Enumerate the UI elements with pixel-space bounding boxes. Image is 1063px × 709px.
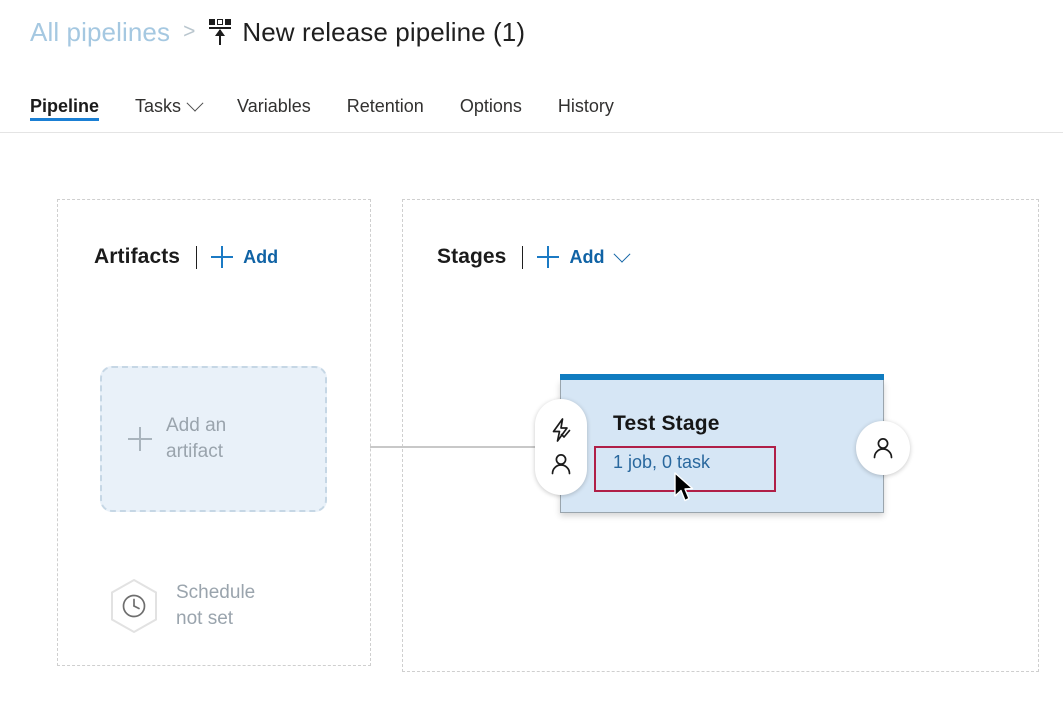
tab-label: Variables [237,95,311,116]
add-an-artifact-dropzone[interactable]: Add an artifact [100,366,327,512]
add-stage-button[interactable]: Add [569,246,605,267]
chevron-down-icon[interactable] [186,94,204,112]
stages-panel: Stages Add [402,199,1039,672]
artifacts-title: Artifacts [94,245,181,268]
release-pipeline-icon [207,17,233,47]
tab-retention[interactable]: Retention [347,80,424,119]
stage-card-test-stage[interactable]: Test Stage 1 job, 0 task [560,374,884,513]
tab-variables[interactable]: Variables [237,80,311,119]
page-title: New release pipeline (1) [242,16,526,47]
breadcrumb-all-pipelines-link[interactable]: All pipelines [30,16,171,47]
artifact-to-stage-connector [370,446,562,448]
stages-title: Stages [437,245,507,268]
stage-name: Test Stage [613,412,720,435]
tab-label: History [557,95,614,116]
tab-tasks[interactable]: Tasks [135,80,204,119]
chevron-down-icon[interactable] [613,245,631,263]
tab-label: Tasks [135,95,182,116]
stage-jobs-tasks-link[interactable]: 1 job, 0 task [613,452,711,472]
stage-card-accent-bar [560,374,884,380]
artifacts-header: Artifacts Add [94,245,278,269]
tab-bar: Pipeline Tasks Variables Retention Options Hi… [0,80,1063,133]
add-artifact-line1: Add an [166,415,227,436]
plus-icon[interactable] [537,246,560,268]
tab-label: Retention [346,95,424,116]
plus-icon [128,427,152,451]
schedule-label: Schedule not set [176,580,255,632]
tab-history[interactable]: History [558,80,614,119]
tab-pipeline[interactable]: Pipeline [30,80,100,121]
divider [196,245,198,269]
tab-label: Pipeline [30,95,100,116]
post-deployment-conditions-button[interactable] [856,421,910,475]
schedule-trigger[interactable]: Schedule not set [107,577,255,635]
tab-options[interactable]: Options [460,80,522,119]
pre-deployment-conditions-button[interactable] [535,399,587,495]
artifacts-panel: Artifacts Add [57,199,371,666]
breadcrumb: All pipelines > New release pipeline (1) [30,10,525,54]
person-icon [551,454,571,475]
divider [522,245,524,269]
person-icon [873,438,893,459]
schedule-line2: not set [176,608,234,629]
schedule-line1: Schedule [176,582,256,603]
stages-header: Stages Add [437,245,631,269]
breadcrumb-separator: > [183,20,196,43]
lightning-check-icon [552,418,571,442]
add-artifact-label: Add an artifact [166,413,226,465]
tab-label: Options [459,95,522,116]
add-artifact-button[interactable]: Add [243,246,279,267]
plus-icon[interactable] [211,246,234,268]
add-artifact-line2: artifact [166,441,224,462]
clock-icon [111,578,157,634]
